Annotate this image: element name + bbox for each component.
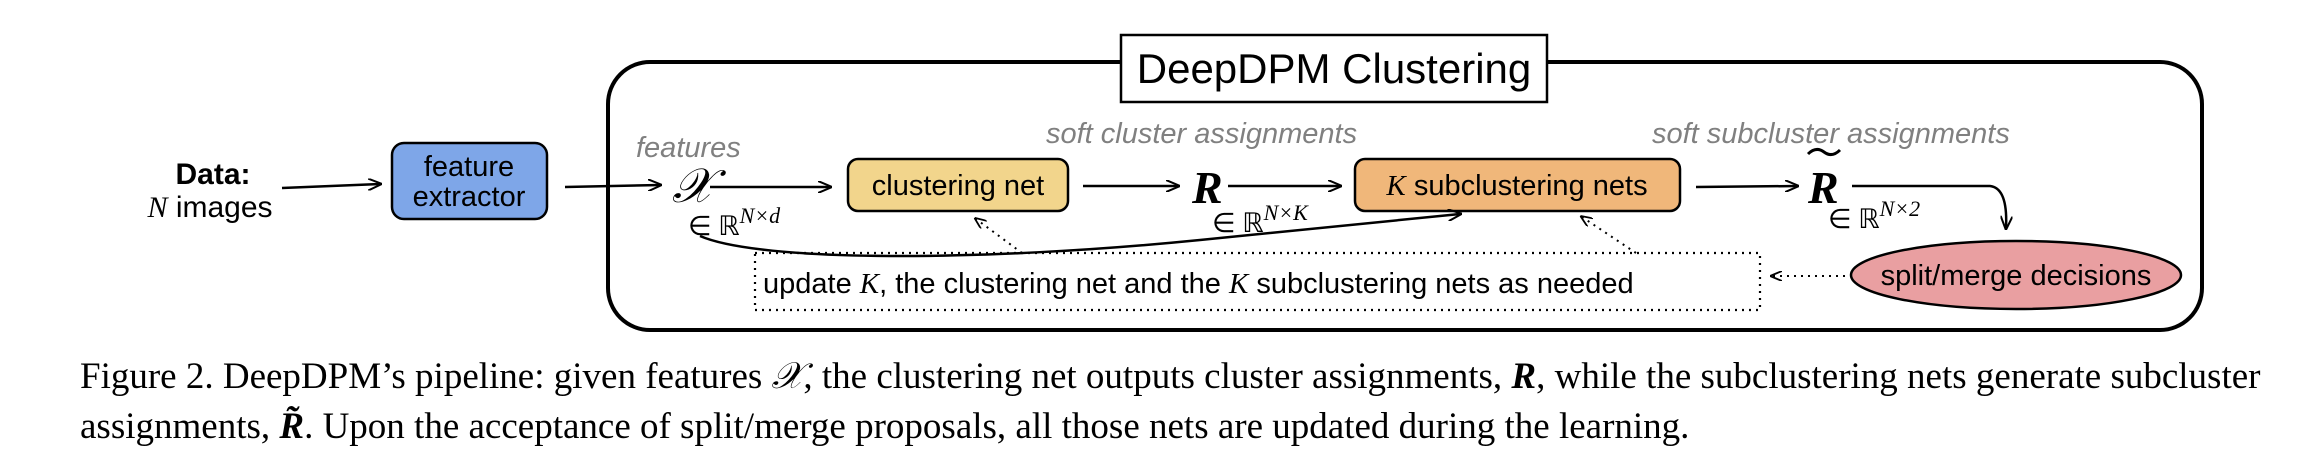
arrow-x-to-subclustering: [699, 214, 1460, 258]
rtilde-symbol: R: [1807, 162, 1839, 213]
dotted-arrow-update-to-clustering: [976, 219, 1023, 254]
soft-cluster-label: soft cluster assignments: [1046, 118, 1357, 150]
data-images-label: N images: [146, 191, 272, 224]
soft-subcluster-label: soft subcluster assignments: [1652, 118, 2010, 150]
rtilde-tilde-mark: [1806, 147, 1842, 157]
subclustering-nets-label: K subclustering nets: [1385, 170, 1647, 202]
arrow-subclustering-to-rtilde: [1695, 186, 1797, 187]
subclustering-nets-box: [1353, 157, 1682, 213]
clustering-net-label: clustering net: [872, 170, 1045, 202]
arrow-rtilde-to-splitmerge: [1852, 184, 2006, 228]
data-label: Data:: [175, 158, 250, 191]
figure-caption: Figure 2. DeepDPM’s pipeline: given feat…: [80, 356, 2261, 447]
r-space-label: ∈ ℝN×K: [1212, 200, 1309, 238]
split-merge-label: split/merge decisions: [1881, 260, 2152, 292]
arrow-extractor-to-x: [564, 185, 660, 187]
x-space-label: ∈ ℝN×d: [688, 203, 781, 241]
frame-title-box: [1119, 33, 1549, 104]
update-label: update K, the clustering net and the K s…: [763, 268, 1634, 300]
feature-extractor-label-1: feature: [424, 151, 514, 183]
feature-extractor-label-2: extractor: [413, 181, 526, 213]
frame-title: DeepDPM Clustering: [1137, 45, 1532, 92]
dotted-arrow-update-to-subclustering: [1582, 217, 1637, 254]
features-label: features: [636, 132, 741, 164]
feature-extractor-box: [390, 141, 549, 221]
r-symbol: R: [1191, 162, 1223, 213]
clustering-net-box: [846, 157, 1070, 213]
arrow-data-to-extractor: [281, 184, 380, 188]
split-merge-ellipse: [1849, 239, 2183, 311]
rtilde-space-label: ∈ ℝN×2: [1828, 196, 1920, 234]
